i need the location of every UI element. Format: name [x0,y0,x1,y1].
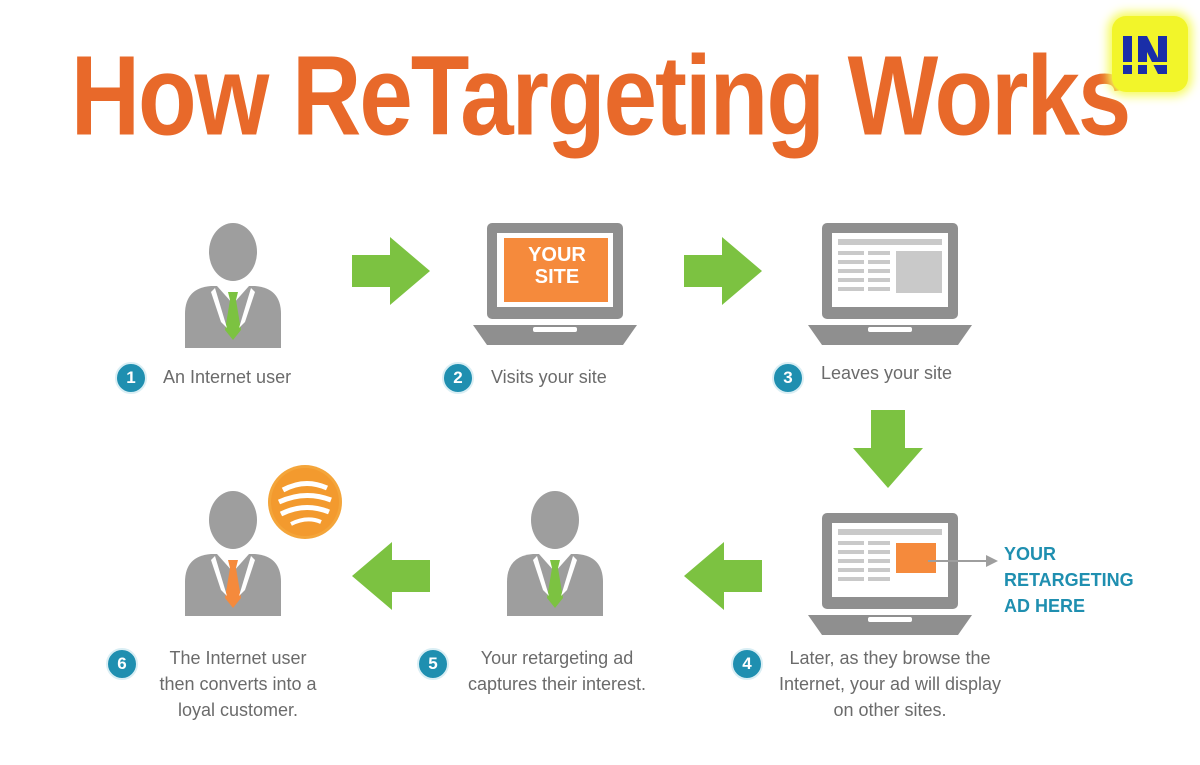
step-label: Leaves your site [821,360,952,386]
step-label: Visits your site [491,364,607,390]
step-label: The Internet user then converts into a l… [140,645,336,723]
in-logo-icon [1123,36,1167,74]
step-label-line: Internet, your ad will display [778,674,1002,694]
page-title: How ReTargeting Works [70,32,1132,160]
brand-badge-icon [268,465,342,539]
step-label-line: loyal customer. [177,700,299,720]
step-label-line: Later, as they browse the [789,648,991,668]
step-number-badge: 3 [772,362,804,394]
arrow-down-icon [853,410,923,488]
step-number-badge: 6 [106,648,138,680]
step-label-line: captures their interest. [467,674,647,694]
callout-pointer-icon [928,555,998,567]
ad-callout-line: RETARGETING [1004,570,1134,590]
arrow-right-icon [684,237,762,305]
step-number-badge: 1 [115,362,147,394]
step-label-line: An Internet user [163,367,292,387]
customer-figure-icon [185,491,281,616]
laptop-ad-icon [808,513,972,635]
step-label-line: Your retargeting ad [480,648,634,668]
step-label-line: then converts into a [159,674,317,694]
arrow-right-icon [352,237,430,305]
site-screen-line: YOUR [528,244,586,266]
ad-callout: YOUR RETARGETING AD HERE [1004,541,1134,619]
arrow-left-icon [352,542,430,610]
ad-callout-line: YOUR [1004,544,1057,564]
step-number-badge: 2 [442,362,474,394]
user-figure-icon [185,223,281,348]
step-label: An Internet user [163,364,291,390]
ad-callout-line: AD HERE [1004,596,1086,616]
step-number-badge: 4 [731,648,763,680]
arrow-left-icon [684,542,762,610]
step-label: Your retargeting ad captures their inter… [452,645,662,697]
brand-logo [1112,16,1188,92]
step-label: Later, as they browse the Internet, your… [764,645,1016,723]
site-screen-line: SITE [534,266,580,288]
step-number-badge: 5 [417,648,449,680]
laptop-site-icon [473,223,637,345]
step-label-line: Visits your site [491,367,607,387]
laptop-page-icon [808,223,972,345]
step-label-line: The Internet user [169,648,307,668]
step-label-line: Leaves your site [821,363,953,383]
user-figure-icon [507,491,603,616]
step-label-line: on other sites. [833,700,947,720]
